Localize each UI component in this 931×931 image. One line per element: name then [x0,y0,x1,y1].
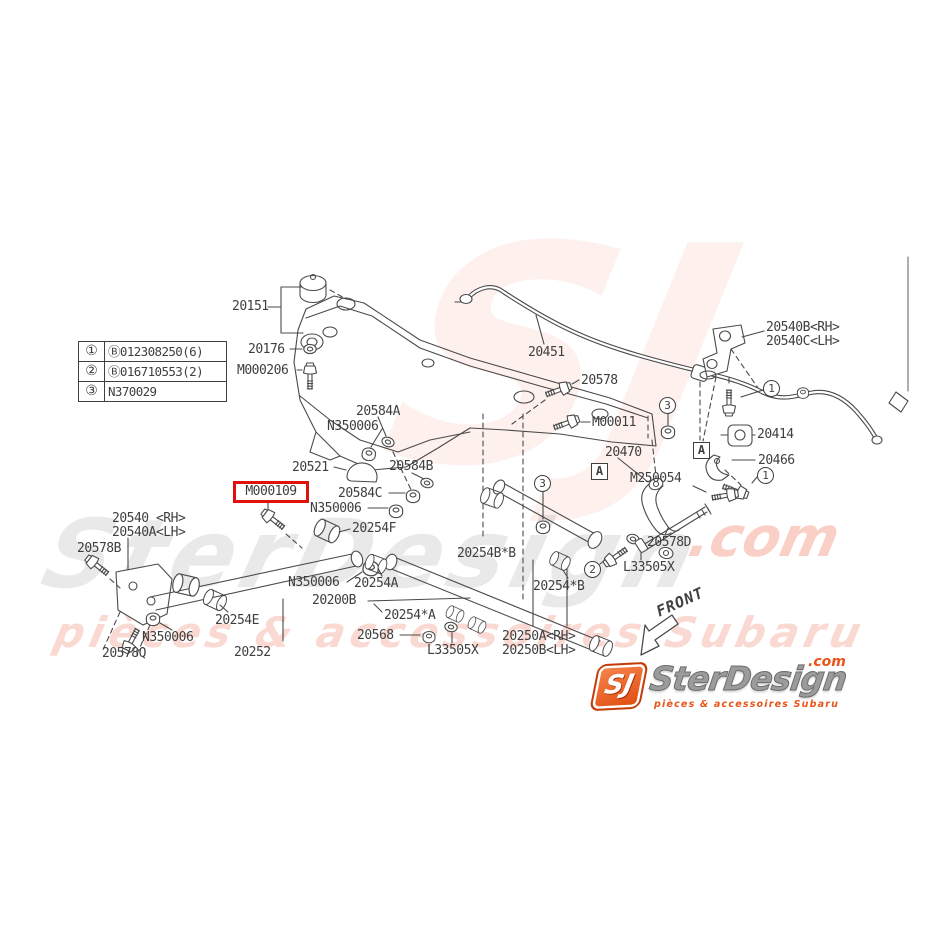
part-label: N350006 [310,501,362,516]
legend-key: ② [79,362,105,381]
bolt-m000109 [258,502,303,549]
part-label: N350006 [142,630,194,645]
callout-box-a: A [591,463,608,480]
part-label: N350006 [288,575,340,590]
part-label: 20540B<RH> [766,320,840,335]
fastener-legend-table: ① Ⓑ012308250(6) ② Ⓑ016710553(2) ③ N37002… [78,341,227,402]
bolt-m00011 [551,411,582,435]
part-label: L33505X [427,643,479,658]
logo-monogram: SJ [601,669,637,701]
part-label: 20176 [248,342,285,357]
part-label: M250054 [630,471,682,486]
stabilizer-bracket [699,324,765,503]
part-label: 20254A [354,576,398,591]
part-label: 20470 [605,445,642,460]
stefdesign-logo-icon: SJ [589,661,649,712]
part-label: 20540A<LH> [112,525,186,540]
plug-and-washers [311,416,435,545]
legend-row: ① Ⓑ012308250(6) [79,342,226,361]
part-label: 20521 [292,460,329,475]
highlighted-part-label-m000109: M000109 [233,481,309,503]
part-label: 20151 [232,299,269,314]
legend-part-number: N370029 [108,384,157,399]
part-label: 20254*B [533,579,585,594]
bolt-20578 [543,378,574,402]
legend-key: ③ [79,382,105,401]
part-label: 20252 [234,645,271,660]
part-label: 20254E [215,613,259,628]
legend-part-number: Ⓑ016710553(2) [108,364,204,379]
legend-row: ② Ⓑ016710553(2) [79,361,226,381]
part-label: 20414 [757,427,794,442]
part-label: 20250B<LH> [502,643,576,658]
legend-row: ③ N370029 [79,381,226,401]
washer-20176 [303,343,317,355]
part-label: 20584A [356,404,400,419]
logo-tld: .com [808,654,846,670]
callout-circle-3: 3 [659,397,676,414]
legend-part-number: Ⓑ012308250(6) [108,344,204,359]
part-label: 20584B [389,459,433,474]
part-label: M000206 [237,363,289,378]
part-label: 20568 [357,628,394,643]
part-label: L33505X [623,560,675,575]
part-label: 20584C [338,486,382,501]
stefdesign-logo: SJ SterDesign .com pièces & accessoires … [589,654,854,719]
callout-circle-2: 2 [584,561,601,578]
callout-circle-1: 1 [763,380,780,397]
part-label: 20254F [352,521,396,536]
part-label: 20540 <RH> [112,511,186,526]
part-label: 20578D [647,535,691,550]
part-label: 20540C<LH> [766,334,840,349]
callout-circle-3: 3 [534,475,551,492]
part-label: 20250A<RH> [502,629,576,644]
lateral-link-upper [478,413,642,601]
part-label: 20451 [528,345,565,360]
link-20470 [617,413,740,560]
subframe-crossmember [293,295,657,471]
front-arrow-icon [640,614,679,656]
legend-key: ① [79,342,105,361]
part-label: 20254*A [384,608,436,623]
part-label: 20578Q [102,646,146,661]
part-label: 20254B*B [457,546,516,561]
trailing-arm-assembly [82,537,381,657]
logo-tagline: pièces & accessoires Subaru [654,699,840,710]
lateral-link-lower [362,552,615,659]
part-label: 20200B [312,593,356,608]
part-label: 20578 [581,373,618,388]
bolt-m000206 [302,362,318,390]
part-label: 20578B [77,541,121,556]
subframe-bushing [267,273,347,334]
callout-box-a: A [693,442,710,459]
part-label: N350006 [327,419,379,434]
part-label: M00011 [592,415,636,430]
callout-circle-1: 1 [757,467,774,484]
part-label: 20466 [758,453,795,468]
